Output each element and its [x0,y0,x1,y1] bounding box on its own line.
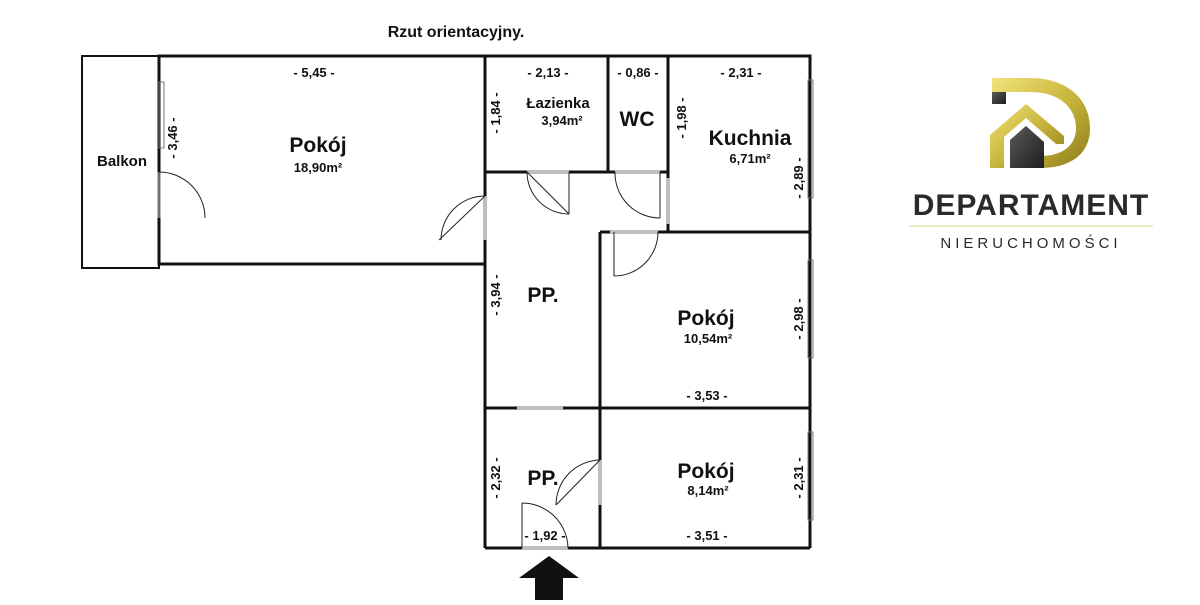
main-room-walls [157,54,487,266]
dim-lazienka-width: - 2,13 - [527,65,568,80]
room-name-wc: WC [620,108,655,131]
company-logo: DEPARTAMENT NIERUCHOMOŚCI [909,78,1153,252]
dimension-labels: - 5,45 - - 3,46 - - 2,13 - - 1,84 - - 0,… [165,65,806,543]
plan-title: Rzut orientacyjny. [388,24,525,41]
dim-pokoj-main-height: - 3,46 - [165,117,180,158]
room-area-pokoj-mid: 10,54m² [684,331,733,346]
dim-pokoj-mid-width: - 3,53 - [686,388,727,403]
room-name-pokoj-small: Pokój [677,460,734,483]
room-name-kuchnia: Kuchnia [709,127,792,150]
room-name-pokoj-main: Pokój [289,134,346,157]
dim-pokoj-mid-right: - 2,98 - [791,298,806,339]
dim-kuchnia-left: - 1,98 - [674,97,689,138]
dim-kuchnia-width: - 2,31 - [720,65,761,80]
room-name-balkon: Balkon [97,153,147,170]
dim-lazienka-height: - 1,84 - [488,92,503,133]
room-area-kuchnia: 6,71m² [729,151,771,166]
kitchen-window [807,79,814,199]
small-room-window [807,431,814,521]
dim-pokoj-main-width: - 5,45 - [293,65,334,80]
logo-subtitle: NIERUCHOMOŚCI [940,234,1121,252]
main-room-window [158,81,165,149]
arrow-up-icon [519,556,579,600]
windows [158,79,814,521]
top-wall [485,54,812,232]
small-room-door [555,459,601,506]
room-name-pp-lower: PP. [527,467,558,490]
mid-room-window [807,259,814,359]
bathroom-door [526,171,570,215]
room-area-pokoj-small: 8,14m² [687,483,729,498]
entrance-door [521,502,569,549]
dim-pokoj-small-width: - 3,51 - [686,528,727,543]
dim-kuchnia-right: - 2,89 - [791,157,806,198]
wc-door [614,171,661,219]
dim-wc-width: - 0,86 - [617,65,658,80]
room-name-pp-upper: PP. [527,284,558,307]
logo-name: DEPARTAMENT [913,189,1150,222]
dim-pp-lower-height: - 2,32 - [488,457,503,498]
dim-pp-lower-width: - 1,92 - [524,528,565,543]
mid-room-door [613,231,659,277]
logo-emblem-icon [990,78,1090,168]
room-name-pokoj-mid: Pokój [677,307,734,330]
door-swings [158,171,661,549]
main-room-door [438,195,486,241]
dim-pokoj-small-right: - 2,31 - [791,457,806,498]
balcony-door [158,171,206,219]
dim-pp-upper-height: - 3,94 - [488,274,503,315]
room-area-lazienka: 3,94m² [541,113,583,128]
room-labels: Balkon Pokój 18,90m² Łazienka 3,94m² WC … [97,95,792,498]
room-name-lazienka: Łazienka [526,95,590,112]
room-area-pokoj-main: 18,90m² [294,160,343,175]
openings [157,170,670,550]
